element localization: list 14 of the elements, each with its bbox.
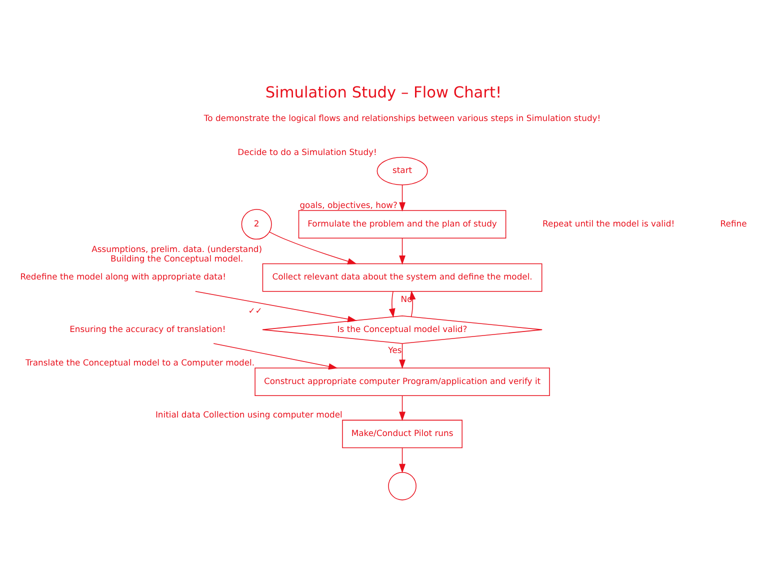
- node-text: Ensuring the accuracy of translation!: [70, 323, 226, 334]
- edge-label: Yes: [388, 344, 402, 355]
- node-label: ✓✓: [248, 304, 262, 315]
- diagram-title: Simulation Study – Flow Chart!: [265, 82, 502, 101]
- label: Repeat until the model is valid!: [542, 218, 675, 228]
- node-text: Redefine the model along with appropriate data!: [20, 271, 226, 282]
- label: Refine: [720, 218, 747, 228]
- node-label: Building the Conceptual model.: [110, 252, 244, 263]
- node-label: Decide to do a Simulation Study!: [238, 146, 377, 156]
- node-label: Initial data Collection using computer model: [155, 409, 342, 420]
- node-label: Translate the Conceptual model to a Computer model.: [25, 357, 255, 368]
- node-label: Assumptions, prelim. data. (understand): [92, 244, 262, 254]
- label: To demonstrate the logical flows and relationships between various steps in Simulation study!: [204, 112, 601, 123]
- node-label: goals, objectives, how?: [300, 200, 398, 210]
